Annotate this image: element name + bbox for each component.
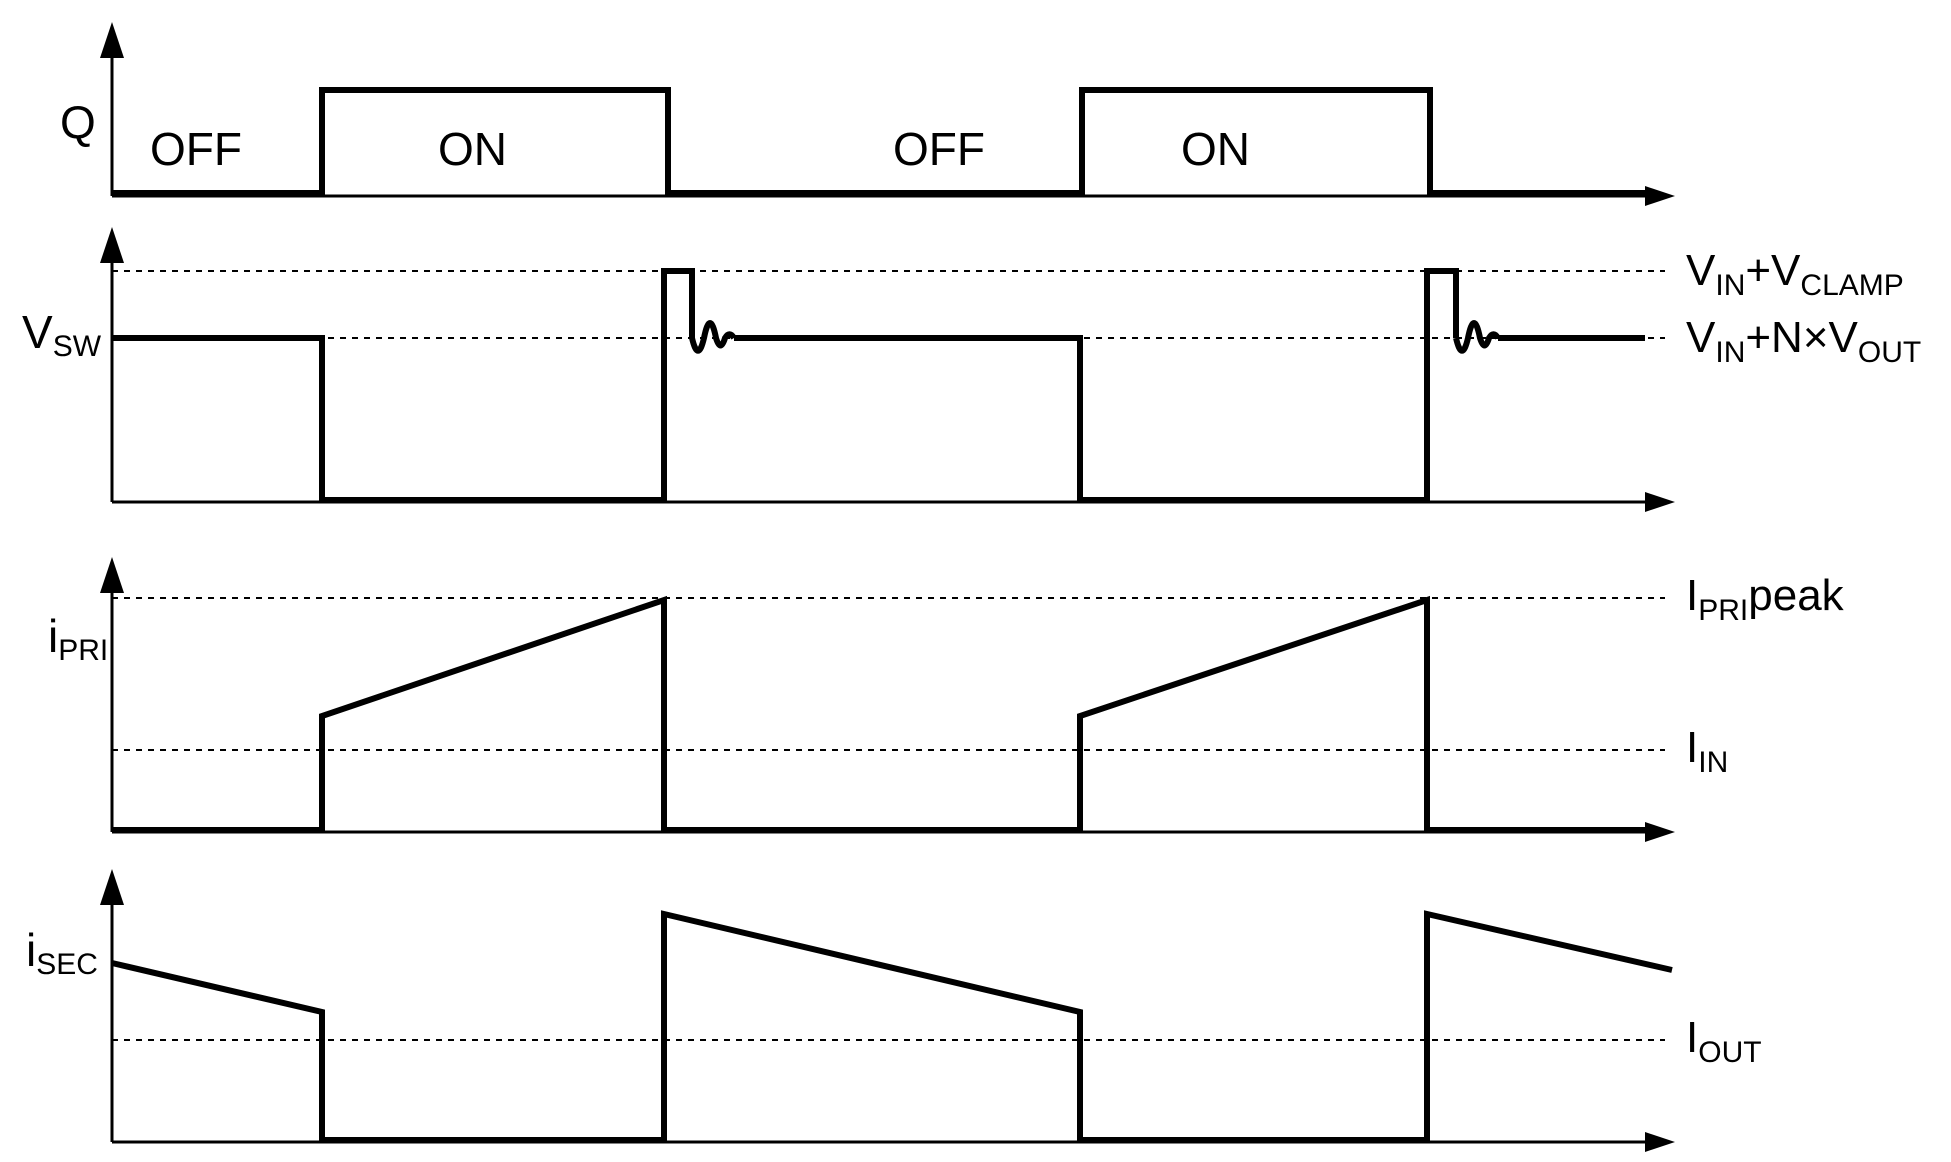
ipri-y-arrow <box>100 557 124 593</box>
q-state-on-1: ON <box>438 123 507 175</box>
q-state-off-1: OFF <box>150 123 242 175</box>
q-y-arrow <box>100 22 124 58</box>
isec-x-arrow <box>1645 1132 1675 1152</box>
vsw-ringing-1 <box>689 320 737 354</box>
isec-waveform <box>111 910 1673 1143</box>
isec-label: iSEC <box>26 924 98 981</box>
vsw-label: VSW <box>22 306 102 363</box>
ipri-peak-level-label: IPRIpeak <box>1686 571 1845 627</box>
vsw-panel: VSW VIN+VCLAMP VIN+N×VOUT <box>22 227 1921 512</box>
ipri-x-arrow <box>1645 822 1675 842</box>
q-waveform <box>112 87 1650 196</box>
q-label: Q <box>60 96 96 148</box>
vsw-y-arrow <box>100 227 124 263</box>
ipri-label: iPRI <box>48 610 108 667</box>
isec-out-level-label: IOUT <box>1686 1013 1762 1069</box>
q-state-on-2: ON <box>1181 123 1250 175</box>
vsw-x-arrow <box>1645 492 1675 512</box>
vsw-waveform-1 <box>112 268 695 503</box>
isec-y-arrow <box>100 869 124 905</box>
vsw-ringing-2 <box>1453 320 1501 354</box>
q-panel: Q OFF ON OFF ON <box>60 22 1675 206</box>
ipri-in-level-label: IIN <box>1686 723 1728 779</box>
ipri-waveform <box>112 595 1650 833</box>
isec-panel: iSEC IOUT <box>26 869 1762 1152</box>
q-x-arrow <box>1645 186 1675 206</box>
vsw-waveform-2 <box>734 268 1459 503</box>
vsw-reflected-level-label: VIN+N×VOUT <box>1686 313 1921 369</box>
ipri-panel: iPRI IPRIpeak IIN <box>48 557 1845 842</box>
q-state-off-2: OFF <box>893 123 985 175</box>
vsw-clamp-level-label: VIN+VCLAMP <box>1686 246 1904 302</box>
